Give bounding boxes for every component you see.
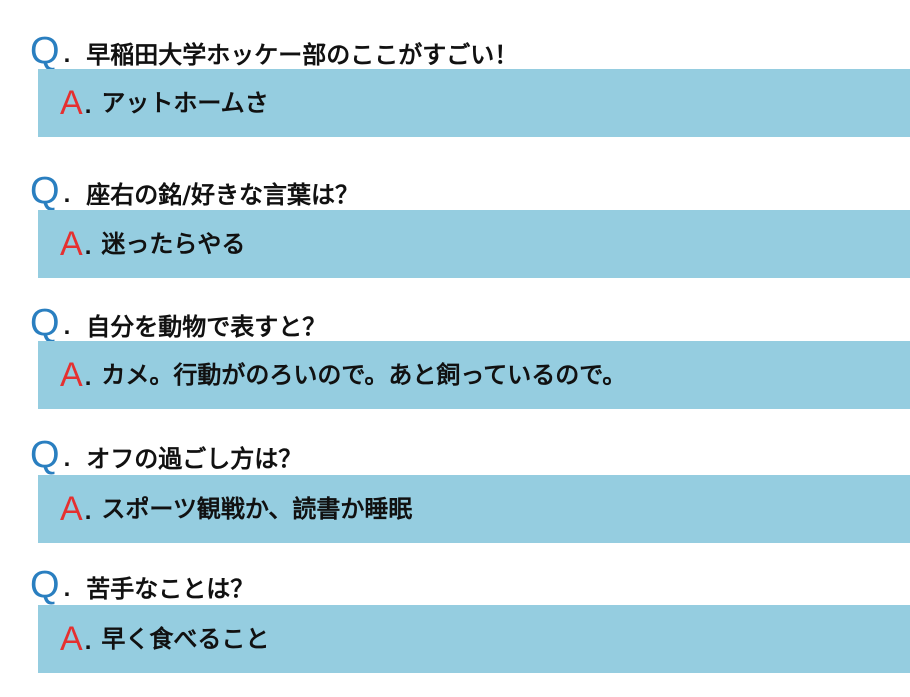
answer-text: 迷ったらやる bbox=[101, 230, 246, 258]
answer-box: A . カメ。行動がのろいので。あと飼っているので。 bbox=[38, 341, 910, 409]
answer-box: A . 迷ったらやる bbox=[38, 210, 910, 278]
answer-box: A . スポーツ観戦か、読書か睡眠 bbox=[38, 475, 910, 543]
question-text: 苦手なことは？ bbox=[86, 575, 255, 603]
answer-text: 早く食べること bbox=[101, 625, 270, 653]
q-separator: . bbox=[63, 181, 71, 208]
question-text: 自分を動物で表すと？ bbox=[86, 313, 327, 341]
a-separator: . bbox=[84, 498, 92, 525]
a-separator: . bbox=[84, 628, 92, 655]
a-separator: . bbox=[84, 233, 92, 260]
a-marker: A bbox=[60, 225, 83, 263]
question-row: Q . 自分を動物で表すと？ bbox=[30, 302, 326, 342]
question-row: Q . 早稲田大学ホッケー部のここがすごい！ bbox=[30, 30, 518, 70]
q-marker: Q bbox=[30, 564, 60, 606]
question-row: Q . オフの過ごし方は？ bbox=[30, 434, 302, 474]
a-marker: A bbox=[60, 84, 83, 122]
a-separator: . bbox=[84, 92, 92, 119]
question-row: Q . 苦手なことは？ bbox=[30, 564, 254, 604]
q-marker: Q bbox=[30, 434, 60, 476]
answer-text: アットホームさ bbox=[101, 89, 269, 117]
question-row: Q . 座右の銘/好きな言葉は？ bbox=[30, 170, 359, 210]
question-text: 座右の銘/好きな言葉は？ bbox=[86, 181, 359, 209]
answer-text: カメ。行動がのろいので。あと飼っているので。 bbox=[101, 361, 627, 389]
a-separator: . bbox=[84, 364, 92, 391]
q-separator: . bbox=[63, 313, 71, 340]
a-marker: A bbox=[60, 356, 83, 394]
q-separator: . bbox=[63, 445, 71, 472]
q-marker: Q bbox=[30, 302, 60, 344]
answer-text: スポーツ観戦か、読書か睡眠 bbox=[101, 495, 413, 523]
question-text: 早稲田大学ホッケー部のここがすごい！ bbox=[86, 41, 519, 69]
a-marker: A bbox=[60, 490, 83, 528]
answer-box: A . アットホームさ bbox=[38, 69, 910, 137]
question-text: オフの過ごし方は？ bbox=[86, 445, 303, 473]
answer-box: A . 早く食べること bbox=[38, 605, 910, 673]
q-marker: Q bbox=[30, 30, 60, 72]
q-marker: Q bbox=[30, 170, 60, 212]
a-marker: A bbox=[60, 620, 83, 658]
q-separator: . bbox=[63, 575, 71, 602]
q-separator: . bbox=[63, 41, 71, 68]
